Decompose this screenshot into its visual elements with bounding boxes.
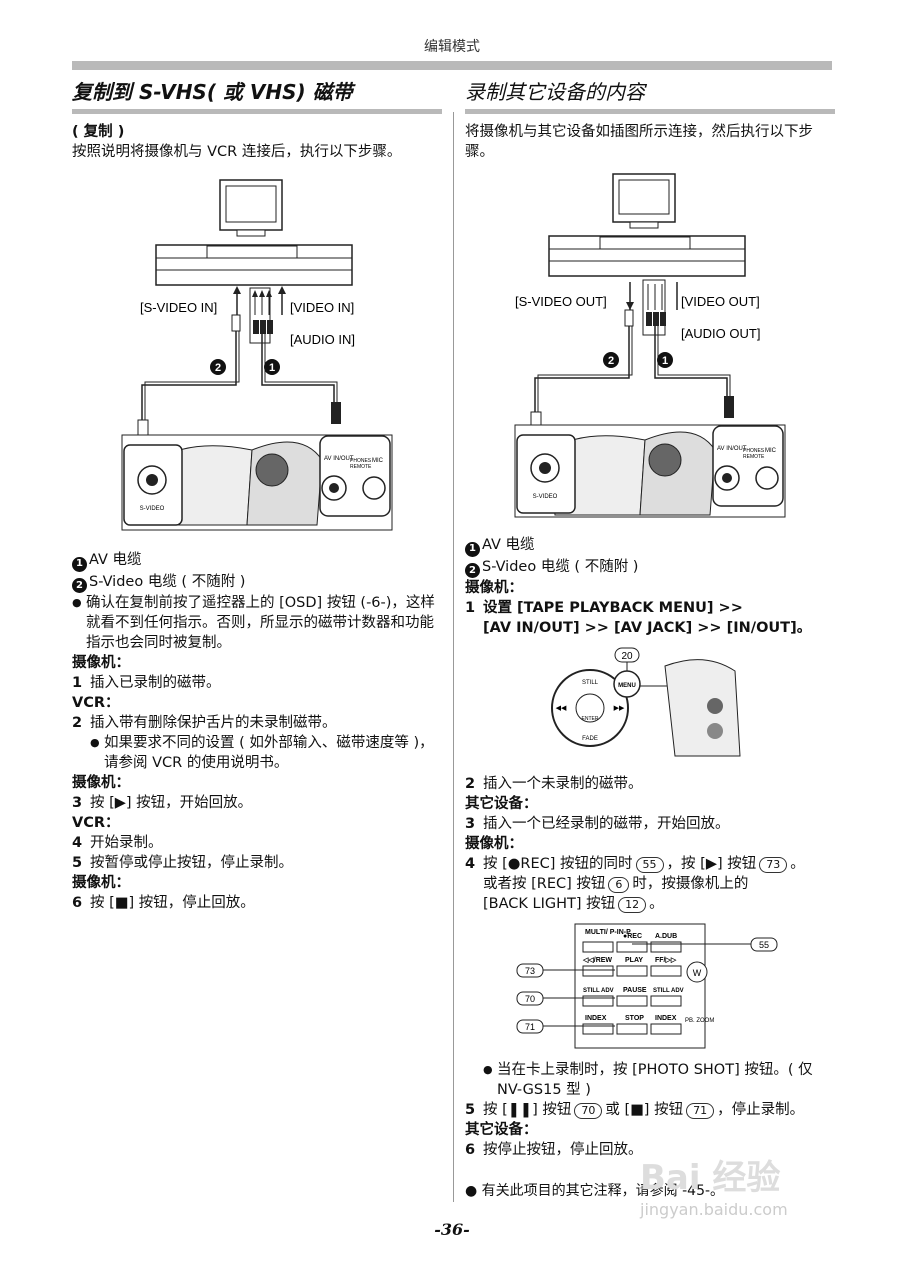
svg-text:A.DUB: A.DUB — [655, 933, 677, 940]
svg-text:71: 71 — [525, 1022, 535, 1032]
svg-text:S-VIDEO: S-VIDEO — [140, 506, 165, 512]
right-label-camera2: 摄像机： — [465, 836, 523, 852]
right-column: 录制其它设备的内容 将摄像机与其它设备如插图所示连接，然后执行以下步骤。 — [465, 78, 835, 1160]
label-svideo-out: [S-VIDEO OUT] — [515, 294, 607, 309]
svg-text:MULTI/ P-IN-P: MULTI/ P-IN-P — [585, 929, 631, 936]
svg-text:◁◁/REW: ◁◁/REW — [582, 957, 612, 964]
svg-text:PB. ZOOM: PB. ZOOM — [685, 1018, 714, 1024]
label-svideo-in: [S-VIDEO IN] — [140, 300, 217, 315]
right-note: ●当在卡上录制时，按 [PHOTO SHOT] 按钮。( 仅 NV-GS15 型… — [483, 1062, 813, 1098]
svg-text:MIC: MIC — [765, 448, 777, 454]
svg-text:REMOTE: REMOTE — [743, 454, 765, 460]
label-audio-out: [AUDIO OUT] — [681, 326, 760, 341]
right-label-camera1: 摄像机： — [465, 580, 523, 596]
svg-text:MIC: MIC — [372, 458, 384, 464]
svg-text:73: 73 — [525, 966, 535, 976]
watermark-url: jingyan.baidu.com — [640, 1200, 788, 1219]
svg-text:STOP: STOP — [625, 1015, 644, 1022]
svg-text:PHONES: PHONES — [743, 448, 765, 454]
right-connection-diagram: [S-VIDEO OUT] [VIDEO OUT] [AUDIO OUT] 2 … — [465, 170, 835, 525]
svg-text:20: 20 — [621, 651, 633, 662]
svg-text:●REC: ●REC — [623, 933, 642, 940]
left-subtitle: ( 复制 ) — [72, 124, 125, 140]
svg-text:55: 55 — [759, 940, 769, 950]
page-header: 编辑模式 — [424, 39, 480, 55]
left-label-vcr1: VCR： — [72, 695, 120, 711]
label-video-in: [VIDEO IN] — [290, 300, 354, 315]
left-step2-note: ●如果要求不同的设置 ( 如外部输入、磁带速度等 )，请参阅 VCR 的使用说明… — [90, 735, 434, 771]
right-intro: 将摄像机与其它设备如插图所示连接，然后执行以下步骤。 — [465, 124, 813, 160]
left-label-camera1: 摄像机： — [72, 655, 130, 671]
svg-text:MENU: MENU — [618, 683, 636, 689]
left-section-title: 复制到 S-VHS( 或 VHS) 磁带 — [72, 78, 442, 114]
remote-figure: MULTI/ P-IN-P ●REC A.DUB ◁◁/REW PLAY FF/… — [465, 922, 835, 1050]
column-divider — [453, 112, 454, 1202]
svg-text:PLAY: PLAY — [625, 957, 643, 964]
right-section-title: 录制其它设备的内容 — [465, 78, 835, 114]
svg-text:AV IN/OUT: AV IN/OUT — [324, 456, 354, 462]
svg-text:◀◀: ◀◀ — [556, 705, 567, 712]
num2-circle: 2 — [215, 362, 221, 374]
left-column: 复制到 S-VHS( 或 VHS) 磁带 ( 复制 ) 按照说明将摄像机与 VC… — [72, 78, 442, 913]
svg-text:STILL ADV: STILL ADV — [583, 988, 614, 994]
footnote: ● 有关此项目的其它注释，请参阅 -45-。 — [465, 1183, 725, 1199]
svg-text:70: 70 — [525, 994, 535, 1004]
remote-buttons-svg: MULTI/ P-IN-P ●REC A.DUB ◁◁/REW PLAY FF/… — [516, 923, 778, 1049]
left-connection-diagram: [S-VIDEO IN] [VIDEO IN] [AUDIO IN] 2 1 S… — [72, 170, 442, 540]
svg-text:PAUSE: PAUSE — [623, 987, 647, 994]
svg-text:W: W — [693, 968, 702, 978]
right-label-other2: 其它设备： — [465, 1122, 538, 1138]
svg-text:S-VIDEO: S-VIDEO — [533, 494, 558, 500]
right-label-other1: 其它设备： — [465, 796, 538, 812]
menu-joystick-svg: 20 STILL ENTER FADE ◀◀ ▶▶ MENU — [551, 647, 741, 757]
num1-circle: 1 — [269, 362, 275, 374]
svg-text:AV IN/OUT: AV IN/OUT — [717, 446, 747, 452]
svg-text:ENTER: ENTER — [582, 716, 599, 722]
svg-text:REMOTE: REMOTE — [350, 464, 372, 470]
svg-text:2: 2 — [608, 355, 614, 367]
header-rule — [72, 61, 832, 70]
label-video-out: [VIDEO OUT] — [681, 294, 760, 309]
watermark-logo: Bai 经验 — [640, 1158, 781, 1198]
svg-text:INDEX: INDEX — [655, 1015, 677, 1022]
left-label-camera2: 摄像机： — [72, 775, 130, 791]
left-bullet1: ●确认在复制前按了遥控器上的 [OSD] 按钮 (-6-)，这样就看不到任何指示… — [72, 595, 435, 651]
label-audio-in: [AUDIO IN] — [290, 332, 355, 347]
svg-text:▶▶: ▶▶ — [614, 705, 625, 712]
connection-diagram-svg-2: [S-VIDEO OUT] [VIDEO OUT] [AUDIO OUT] 2 … — [514, 173, 786, 518]
svg-text:1: 1 — [662, 355, 668, 367]
svg-text:INDEX: INDEX — [585, 1015, 607, 1022]
left-label-vcr2: VCR： — [72, 815, 120, 831]
page-number: -36- — [434, 1220, 470, 1239]
left-label-camera3: 摄像机： — [72, 875, 130, 891]
menu-figure: 20 STILL ENTER FADE ◀◀ ▶▶ MENU — [465, 646, 835, 764]
svg-text:STILL ADV: STILL ADV — [653, 988, 684, 994]
svg-text:FF/▷▷: FF/▷▷ — [655, 957, 677, 964]
svg-text:STILL: STILL — [582, 680, 599, 686]
svg-text:PHONES: PHONES — [350, 458, 372, 464]
svg-text:FADE: FADE — [582, 736, 598, 742]
left-intro: 按照说明将摄像机与 VCR 连接后，执行以下步骤。 — [72, 144, 402, 160]
connection-diagram-svg: [S-VIDEO IN] [VIDEO IN] [AUDIO IN] 2 1 S… — [121, 179, 393, 531]
